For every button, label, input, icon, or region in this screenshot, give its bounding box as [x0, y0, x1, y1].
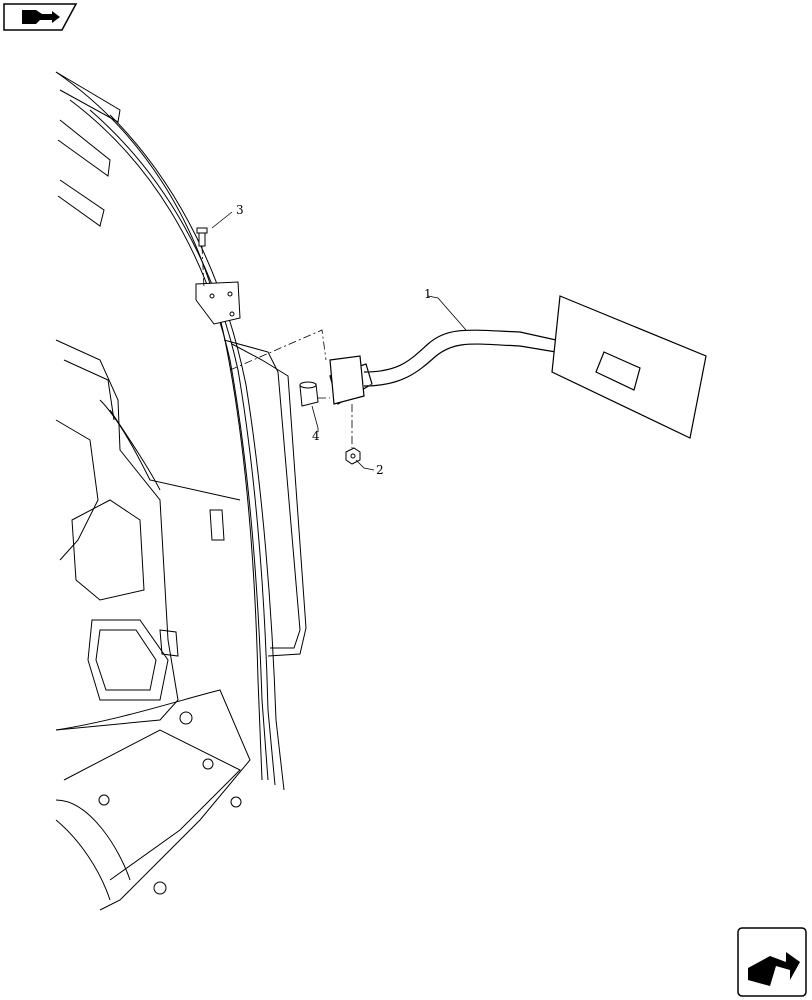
assembly-lines: [201, 245, 353, 448]
callout-4: 4: [312, 429, 320, 443]
next-page-glyph: [748, 952, 800, 986]
callout-1: 1: [424, 287, 432, 301]
bolt: [196, 227, 208, 247]
leader-lines: [211, 211, 467, 471]
upper-bracket: [195, 281, 241, 325]
back-arrow-glyph: [22, 10, 60, 24]
next-page-button[interactable]: [737, 927, 807, 997]
back-button[interactable]: [3, 3, 78, 31]
cab-frame: [55, 71, 307, 911]
rubber-cap: [299, 381, 319, 407]
callout-3: 3: [236, 203, 244, 217]
mirror-assembly: [329, 295, 707, 439]
callout-2: 2: [376, 463, 384, 477]
